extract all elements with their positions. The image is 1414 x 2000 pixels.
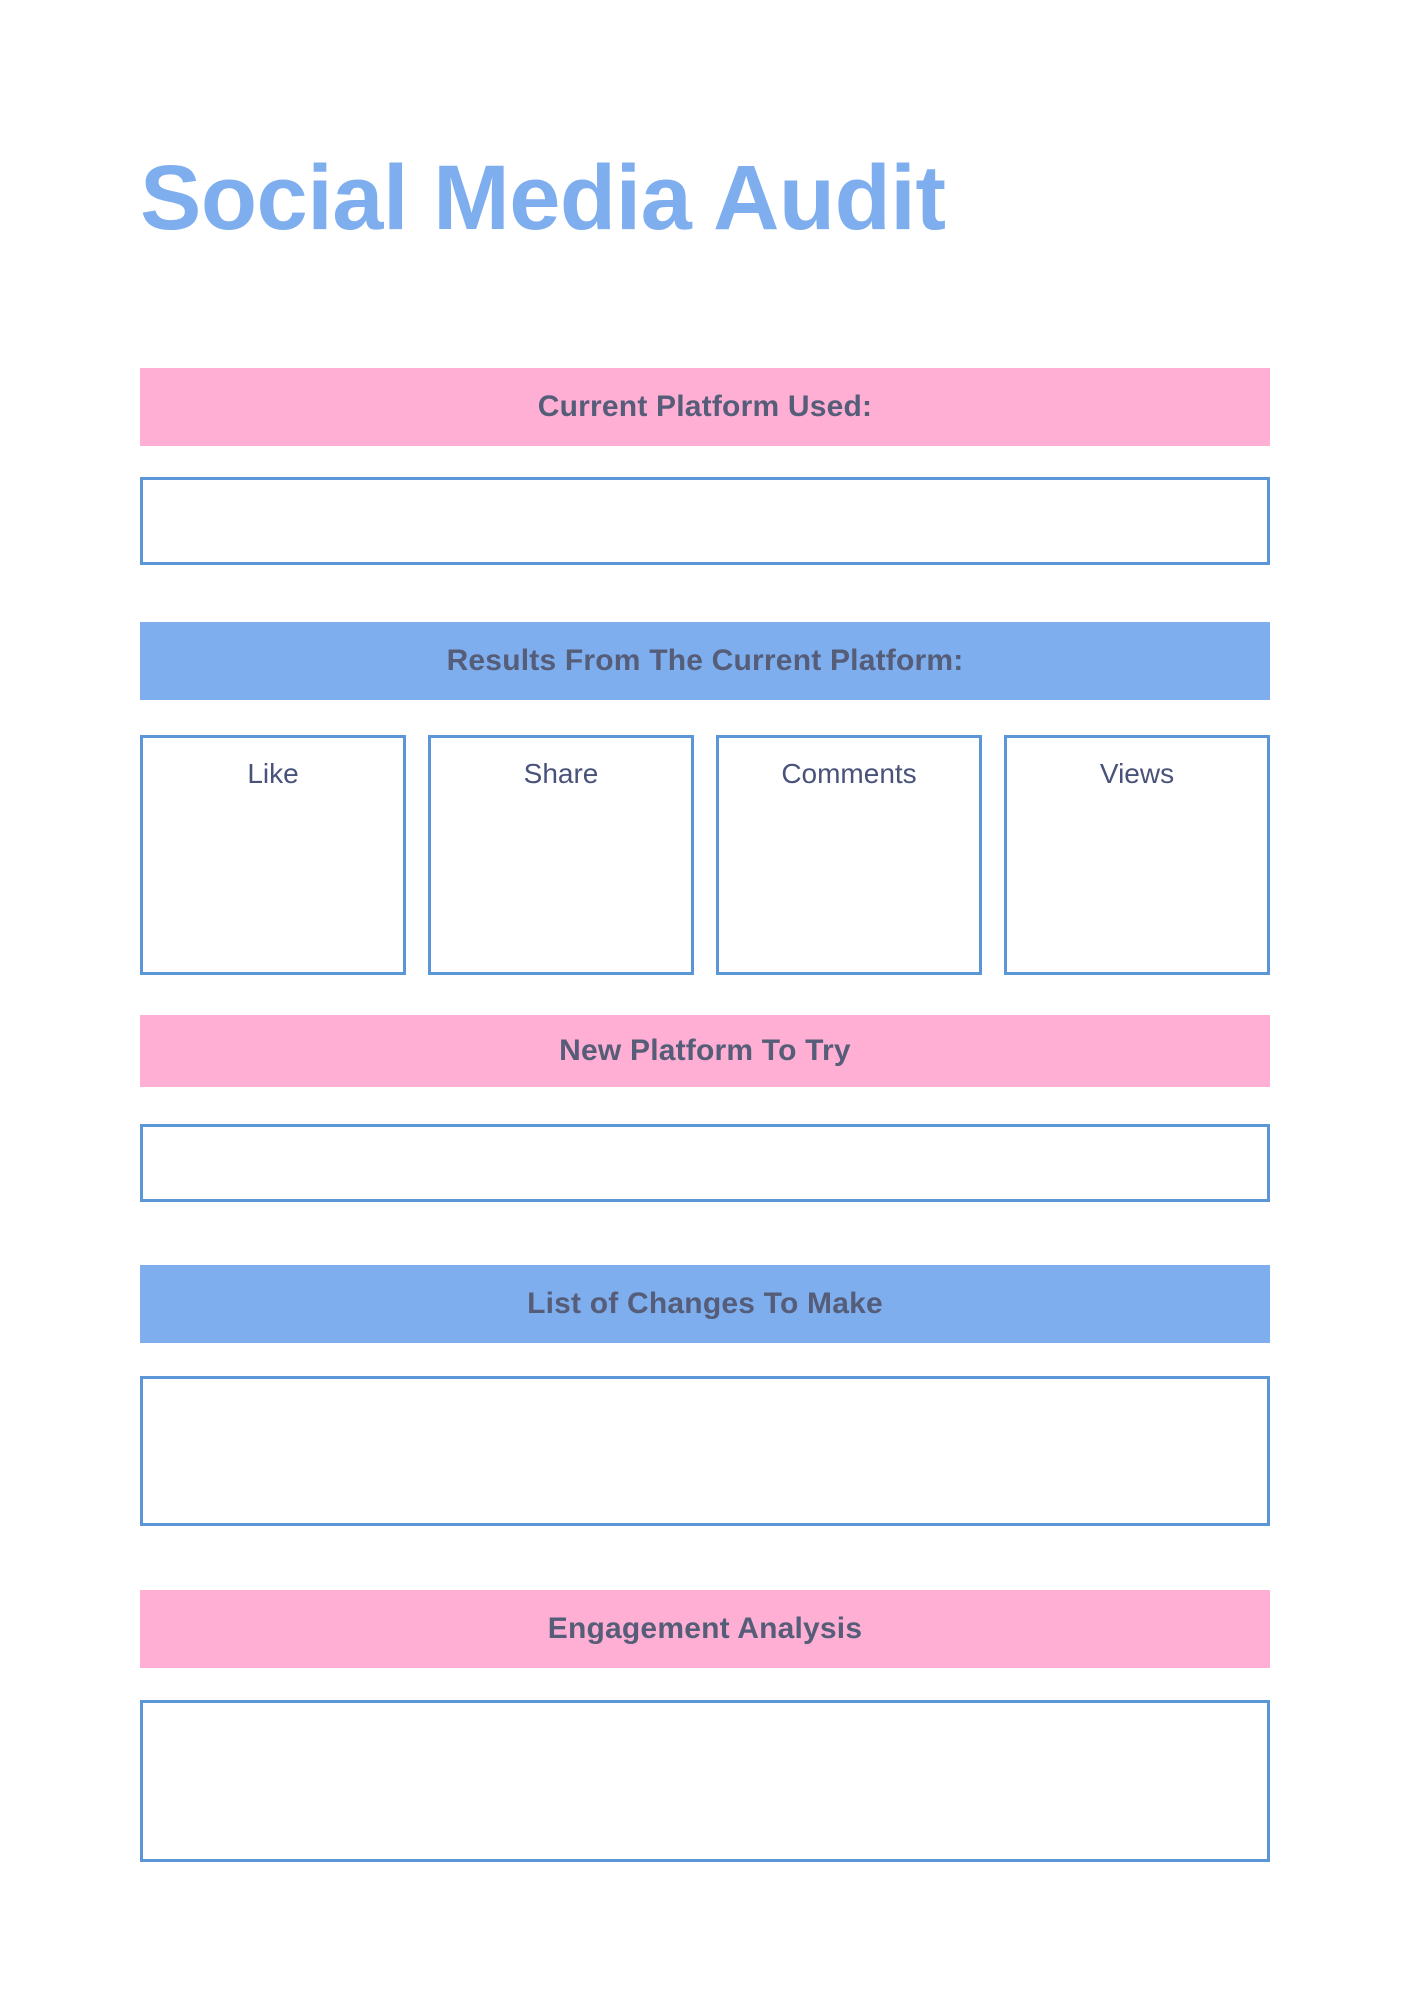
current-platform-input[interactable] — [140, 477, 1270, 565]
metric-label-comments: Comments — [781, 758, 917, 789]
metric-box-comments[interactable]: Comments — [716, 735, 982, 975]
section-header-changes: List of Changes To Make — [140, 1265, 1270, 1343]
section-header-label: Results From The Current Platform: — [446, 644, 964, 677]
metric-label-like: Like — [247, 758, 299, 789]
section-header-label: Current Platform Used: — [537, 390, 873, 423]
section-header-new-platform: New Platform To Try — [140, 1015, 1270, 1087]
metrics-row: Like Share Comments Views — [140, 735, 1270, 975]
page-title: Social Media Audit — [140, 147, 946, 249]
section-header-current-platform: Current Platform Used: — [140, 368, 1270, 446]
metric-label-views: Views — [1099, 758, 1175, 789]
new-platform-input[interactable] — [140, 1124, 1270, 1202]
metric-box-share[interactable]: Share — [428, 735, 694, 975]
section-header-label: List of Changes To Make — [527, 1287, 883, 1320]
metric-label-share: Share — [523, 758, 599, 789]
section-header-engagement: Engagement Analysis — [140, 1590, 1270, 1668]
section-header-label: Engagement Analysis — [547, 1612, 863, 1645]
section-header-results: Results From The Current Platform: — [140, 622, 1270, 700]
changes-input[interactable] — [140, 1376, 1270, 1526]
section-header-label: New Platform To Try — [559, 1034, 851, 1067]
metric-box-like[interactable]: Like — [140, 735, 406, 975]
engagement-analysis-input[interactable] — [140, 1700, 1270, 1862]
metric-box-views[interactable]: Views — [1004, 735, 1270, 975]
